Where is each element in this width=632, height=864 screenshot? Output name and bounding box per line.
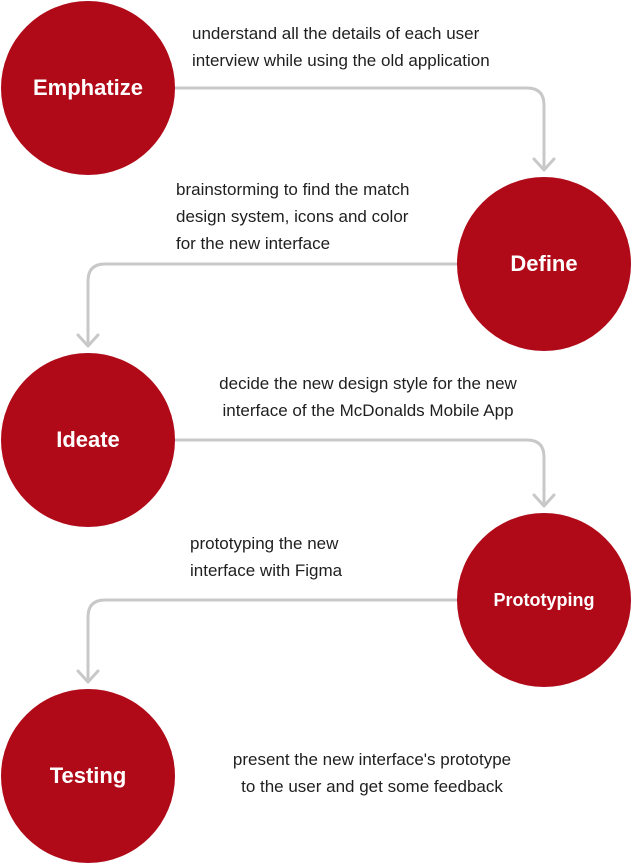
step-description-emphatize: understand all the details of each user … bbox=[192, 20, 490, 74]
arrowhead-prototyping bbox=[532, 493, 556, 508]
description-line: present the new interface's prototype bbox=[232, 750, 512, 769]
description-line: interview while using the old applicatio… bbox=[192, 51, 490, 70]
step-description-prototyping: prototyping the new interface with Figma bbox=[190, 530, 342, 584]
arrowhead-ideate bbox=[76, 333, 100, 348]
description-line: interface with Figma bbox=[190, 561, 343, 580]
description-line: understand all the details of each user bbox=[192, 24, 480, 43]
arrowhead-testing bbox=[76, 669, 100, 684]
connector-emphatize-to-define bbox=[174, 86, 546, 170]
connector-ideate-to-prototyping bbox=[174, 438, 546, 506]
step-ideate: Ideate bbox=[1, 353, 175, 527]
step-testing: Testing bbox=[1, 689, 175, 863]
step-label-prototyping: Prototyping bbox=[493, 589, 595, 610]
step-label-emphatize: Emphatize bbox=[32, 75, 144, 100]
step-label-ideate: Ideate bbox=[56, 427, 120, 452]
description-line: interface of the McDonalds Mobile App bbox=[222, 401, 514, 420]
description-line: decide the new design style for the new bbox=[219, 374, 517, 393]
arrowhead-define bbox=[532, 157, 556, 172]
step-description-testing: present the new interface's prototype to… bbox=[188, 746, 556, 800]
step-description-define: brainstorming to find the match design s… bbox=[176, 176, 409, 257]
step-label-testing: Testing bbox=[49, 763, 127, 788]
description-line: design system, icons and color bbox=[176, 207, 409, 226]
connector-define-to-ideate bbox=[86, 262, 458, 346]
step-prototyping: Prototyping bbox=[457, 513, 631, 687]
step-define: Define bbox=[457, 177, 631, 351]
description-line: prototyping the new bbox=[190, 534, 339, 553]
step-emphatize: Emphatize bbox=[1, 1, 175, 175]
description-line: for the new interface bbox=[176, 234, 331, 253]
step-label-define: Define bbox=[510, 251, 578, 276]
connector-prototyping-to-testing bbox=[86, 598, 458, 682]
step-description-ideate: decide the new design style for the new … bbox=[190, 370, 546, 424]
description-line: to the user and get some feedback bbox=[241, 777, 503, 796]
description-line: brainstorming to find the match bbox=[176, 180, 410, 199]
